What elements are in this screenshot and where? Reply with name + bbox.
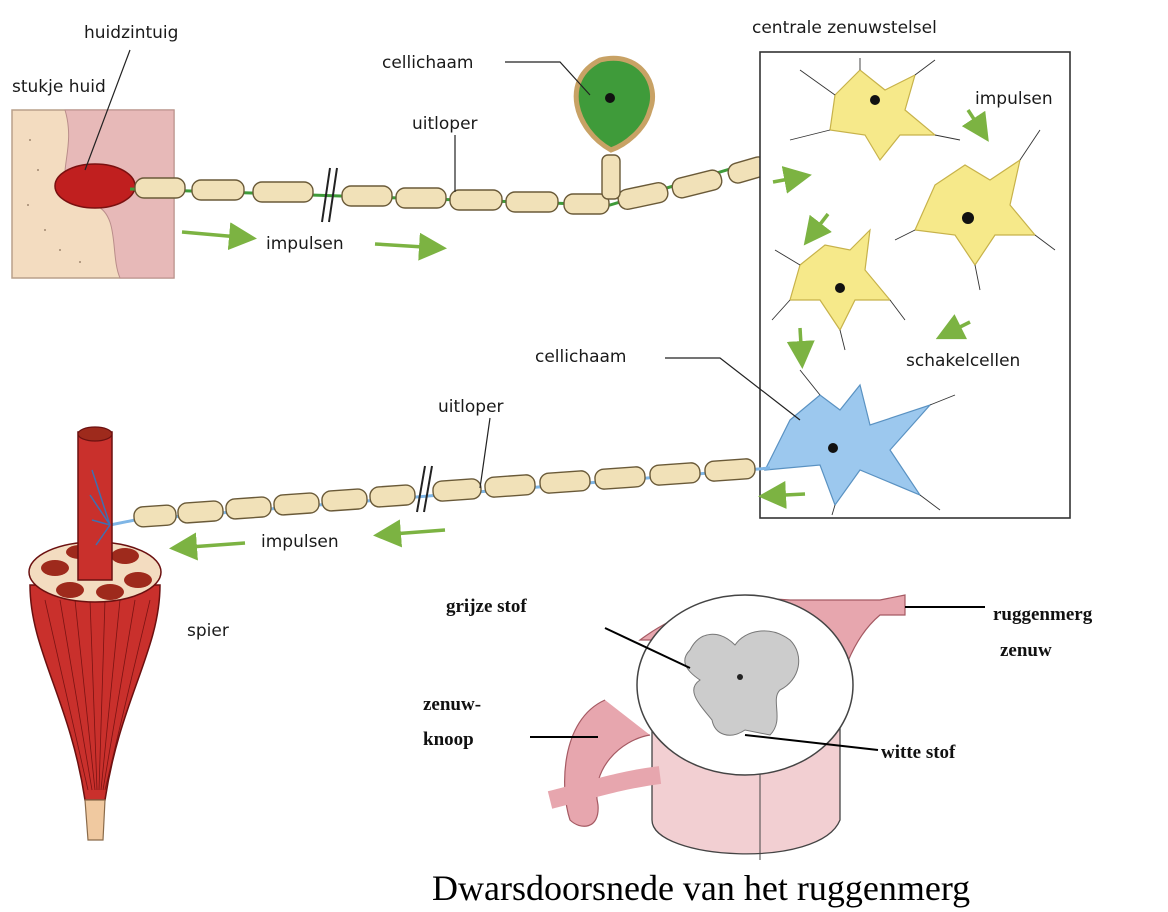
ganglion-left	[565, 700, 650, 826]
label-impulsen-top: impulsen	[266, 234, 344, 254]
label-impulsen-bottom: impulsen	[261, 532, 339, 552]
label-witte-stof: witte stof	[881, 742, 956, 763]
label-grijze-stof: grijze stof	[446, 596, 527, 617]
label-ruggenmerg: ruggenmerg	[993, 604, 1093, 625]
label-cellichaam-top: cellichaam	[382, 53, 474, 73]
sensory-cell-body	[576, 58, 652, 150]
myelin-segments-bottom	[133, 458, 755, 527]
spinal-title: Dwarsdoorsnede van het ruggenmerg	[432, 868, 970, 908]
label-schakelcellen: schakelcellen	[906, 351, 1020, 371]
label-centrale-zenuwstelsel: centrale zenuwstelsel	[752, 18, 937, 38]
motor-neuron	[110, 458, 770, 527]
label-spier: spier	[187, 621, 229, 641]
muscle	[29, 427, 161, 840]
label-impulsen-cns: impulsen	[975, 89, 1053, 109]
skin-receptor	[55, 164, 135, 208]
label-uitloper-bottom: uitloper	[438, 397, 504, 417]
label-cellichaam-bottom: cellichaam	[535, 347, 627, 367]
spinal-cord	[550, 595, 905, 860]
label-stukje-huid: stukje huid	[12, 77, 106, 97]
myelin-segments-top	[135, 155, 770, 214]
cns-box	[760, 52, 1070, 518]
label-zenuw-knoop-1: zenuw-	[423, 694, 481, 715]
label-zenuw: zenuw	[1000, 640, 1052, 661]
label-huidzintuig: huidzintuig	[84, 23, 178, 43]
label-zenuw-knoop-2: knoop	[423, 729, 474, 750]
label-uitloper-top: uitloper	[412, 114, 478, 134]
sensory-neuron	[130, 58, 836, 222]
